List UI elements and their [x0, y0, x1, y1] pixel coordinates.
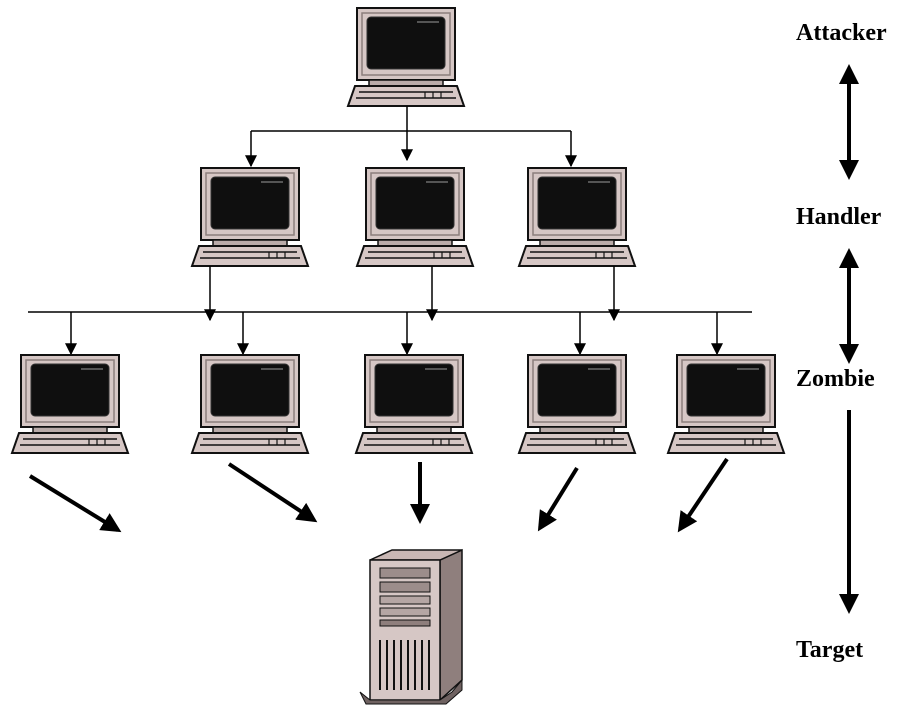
zombie-computer-icon-4 — [518, 354, 636, 454]
zombie-computer-icon-5 — [667, 354, 785, 454]
target-server-icon — [359, 548, 463, 705]
attack-arrows — [28, 457, 729, 533]
target-label: Target — [796, 637, 864, 663]
zombie-computer-icon-2 — [191, 354, 309, 454]
zombie-label: Zombie — [796, 366, 875, 392]
handler-computer-icon-1 — [191, 167, 309, 267]
handler-computer-icon-2 — [356, 167, 474, 267]
attacker-handler-links — [245, 106, 577, 168]
zombie-computer-icon-1 — [11, 354, 129, 454]
handler-label: Handler — [796, 204, 882, 230]
zombie-computer-icon-3 — [355, 354, 473, 454]
attacker-computer-icon — [347, 7, 465, 107]
attacker-label: Attacker — [796, 20, 887, 46]
handler-bus-links — [28, 266, 752, 356]
handler-computer-icon-3 — [518, 167, 636, 267]
